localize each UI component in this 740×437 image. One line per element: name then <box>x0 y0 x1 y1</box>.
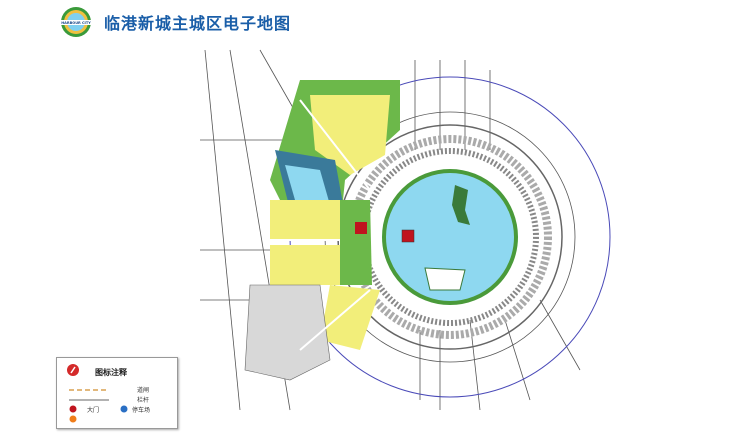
railing-line-icon <box>69 399 109 401</box>
city-blocks <box>244 80 400 381</box>
lake-island-north <box>452 185 470 225</box>
city-map[interactable] <box>195 45 615 415</box>
lake-island-south <box>424 267 466 291</box>
page-title: 临港新城主城区电子地图 <box>104 14 292 33</box>
svg-text:HARBOUR CITY: HARBOUR CITY <box>61 21 91 25</box>
legend-label-gate: 道闸 <box>137 387 150 394</box>
lake-pavilion <box>401 229 415 243</box>
parking-icon <box>120 405 128 413</box>
header: HARBOUR CITY 临港新城主城区电子地图 <box>56 4 291 40</box>
legend-title: 图标注释 <box>95 368 127 377</box>
legend-label-railing: 栏杆 <box>137 397 150 404</box>
legend-badge-icon <box>67 364 79 376</box>
barrier-gate-line-icon <box>69 389 109 391</box>
map-legend: 图标注释 道闸 栏杆 大门 停车场 <box>56 357 178 429</box>
radial-roads <box>265 99 371 351</box>
harbour-city-logo: HARBOUR CITY <box>60 7 92 37</box>
central-lake <box>382 169 518 305</box>
main-gate-icon <box>69 405 77 413</box>
legend-label-parking: 停车场 <box>132 407 151 414</box>
orange-dot-icon <box>69 415 77 423</box>
legend-label-main-gate: 大门 <box>87 407 100 414</box>
